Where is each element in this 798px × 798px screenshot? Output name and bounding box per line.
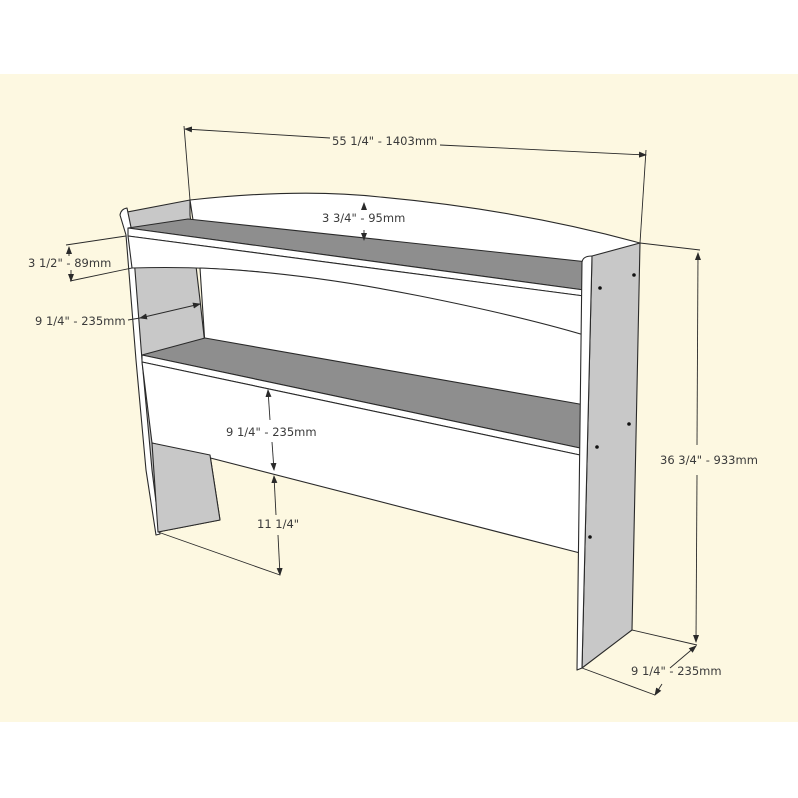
middle-back bbox=[199, 267, 585, 406]
dimension-lines bbox=[65, 125, 701, 696]
left-panel-edge bbox=[119, 207, 161, 536]
upper-depth-label: 9 1/4" - 235mm bbox=[35, 314, 126, 328]
left-leg bbox=[151, 442, 221, 533]
lower-panel-height-label: 9 1/4" - 235mm bbox=[226, 425, 317, 439]
overall-height-label: 36 3/4" - 933mm bbox=[660, 453, 758, 467]
top-arch-height-label: 3 3/4" - 95mm bbox=[322, 211, 406, 225]
base-depth-label: 9 1/4" - 235mm bbox=[631, 664, 722, 678]
right-panel-edge bbox=[576, 255, 593, 671]
overall-width-label: 55 1/4" - 1403mm bbox=[332, 134, 438, 148]
top-rail-height-label: 3 1/2" - 89mm bbox=[28, 256, 112, 270]
leg-clearance-label: 11 1/4" bbox=[257, 517, 300, 531]
screw-holes bbox=[588, 273, 636, 539]
